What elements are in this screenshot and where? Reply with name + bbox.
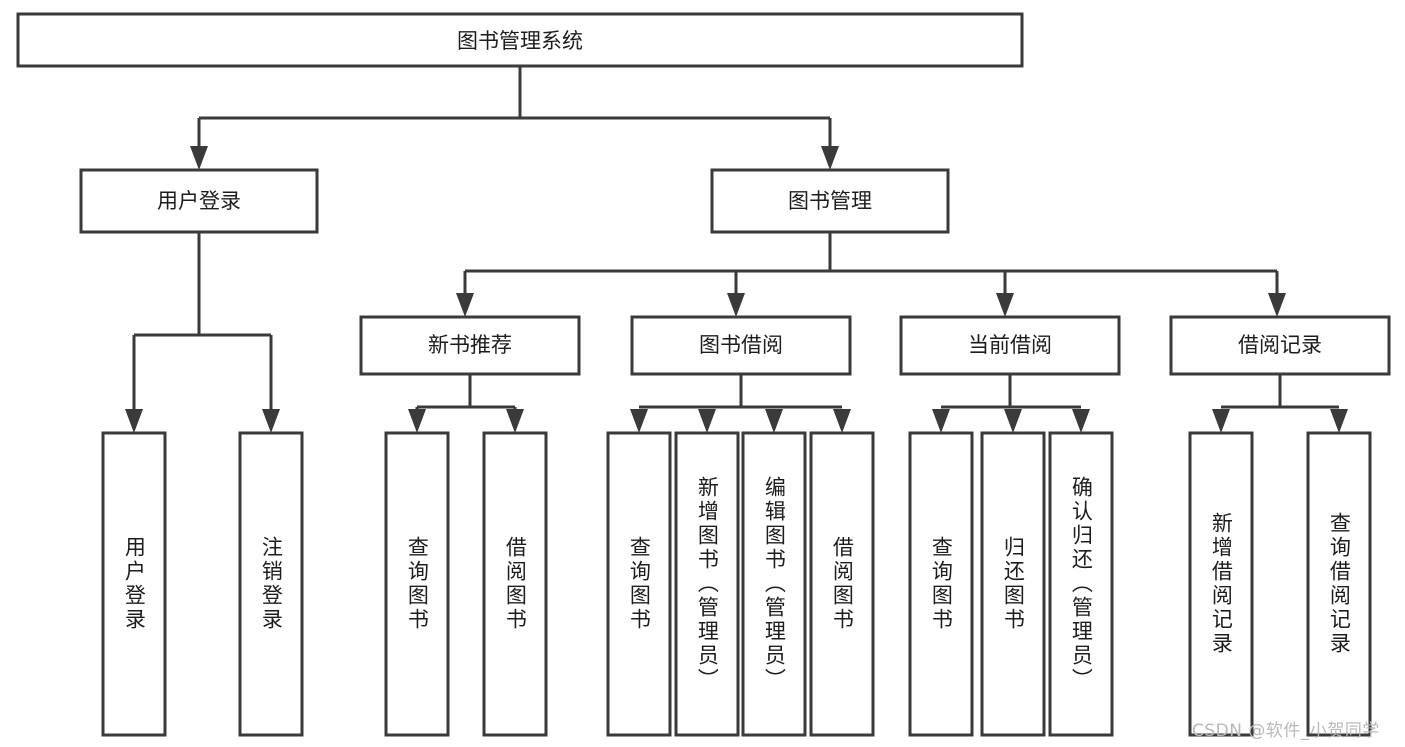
- arrow-bookmgmt-to-borrow: [727, 293, 745, 317]
- node-book-borrow-label: 图书借阅: [699, 333, 783, 357]
- leaf-box-query-book-current[interactable]: [908, 431, 974, 737]
- node-book-management-box[interactable]: [710, 168, 950, 234]
- node-new-book-recommend-box[interactable]: [359, 315, 581, 376]
- arrow-root-to-book-mgmt: [821, 146, 839, 170]
- leaf-box-logout[interactable]: [238, 431, 304, 737]
- arrow-bookmgmt-to-current: [996, 293, 1014, 317]
- leaf-box-confirm-return-admin[interactable]: [1048, 431, 1114, 737]
- arrow-newbook-to-leaf1: [408, 409, 426, 433]
- node-current-borrow-label: 当前借阅: [968, 333, 1052, 357]
- arrow-borrow-to-leaf1: [630, 409, 648, 433]
- leaf-box-borrow-book[interactable]: [809, 431, 875, 737]
- arrow-current-to-leaf1: [932, 409, 950, 433]
- node-new-book-recommend-label: 新书推荐: [428, 333, 512, 357]
- node-book-borrow[interactable]: 图书借阅: [630, 315, 852, 376]
- arrow-borrow-to-leaf2: [698, 409, 716, 433]
- arrow-newbook-to-leaf2: [506, 409, 524, 433]
- leaf-box-add-borrow-record[interactable]: [1188, 431, 1254, 737]
- node-root-box[interactable]: [16, 12, 1024, 68]
- node-book-management[interactable]: 图书管理: [710, 168, 950, 234]
- leaf-box-borrow-book-newbook[interactable]: [482, 431, 548, 737]
- connector-layer: [125, 66, 1348, 433]
- node-user-login[interactable]: 用户登录: [79, 168, 319, 234]
- arrow-bookmgmt-to-newbook: [456, 293, 474, 317]
- arrow-root-to-user-login: [190, 146, 208, 170]
- node-current-borrow-box[interactable]: [899, 315, 1121, 376]
- arrow-userlogin-to-leaf2: [262, 409, 280, 433]
- node-new-book-recommend[interactable]: 新书推荐: [359, 315, 581, 376]
- leaf-box-add-book-admin[interactable]: [674, 431, 740, 737]
- node-borrow-record[interactable]: 借阅记录: [1169, 315, 1391, 376]
- node-root[interactable]: 图书管理系统: [16, 12, 1024, 68]
- arrow-userlogin-to-leaf1: [125, 409, 143, 433]
- leaf-box-query-book-borrow[interactable]: [606, 431, 672, 737]
- leaf-box-query-borrow-record[interactable]: [1306, 431, 1372, 737]
- node-user-login-box[interactable]: [79, 168, 319, 234]
- leaf-box-return-book[interactable]: [980, 431, 1046, 737]
- leaf-box-layer: [101, 431, 1372, 737]
- leaf-box-user-login[interactable]: [101, 431, 167, 737]
- node-borrow-record-box[interactable]: [1169, 315, 1391, 376]
- csdn-watermark: CSDN @软件_小贺同学: [1192, 721, 1380, 741]
- arrow-borrow-to-leaf4: [833, 409, 851, 433]
- leaf-box-edit-book-admin[interactable]: [741, 431, 807, 737]
- node-borrow-record-label: 借阅记录: [1238, 333, 1322, 357]
- arrow-record-to-leaf1: [1212, 409, 1230, 433]
- node-user-login-label: 用户登录: [157, 189, 241, 213]
- arrow-record-to-leaf2: [1330, 409, 1348, 433]
- arrow-current-to-leaf2: [1004, 409, 1022, 433]
- node-book-borrow-box[interactable]: [630, 315, 852, 376]
- leaf-box-query-book-newbook[interactable]: [384, 431, 450, 737]
- arrow-borrow-to-leaf3: [765, 409, 783, 433]
- arrow-current-to-leaf3: [1072, 409, 1090, 433]
- node-current-borrow[interactable]: 当前借阅: [899, 315, 1121, 376]
- node-root-label: 图书管理系统: [457, 29, 583, 53]
- node-book-management-label: 图书管理: [788, 189, 872, 213]
- arrow-bookmgmt-to-record: [1268, 293, 1286, 317]
